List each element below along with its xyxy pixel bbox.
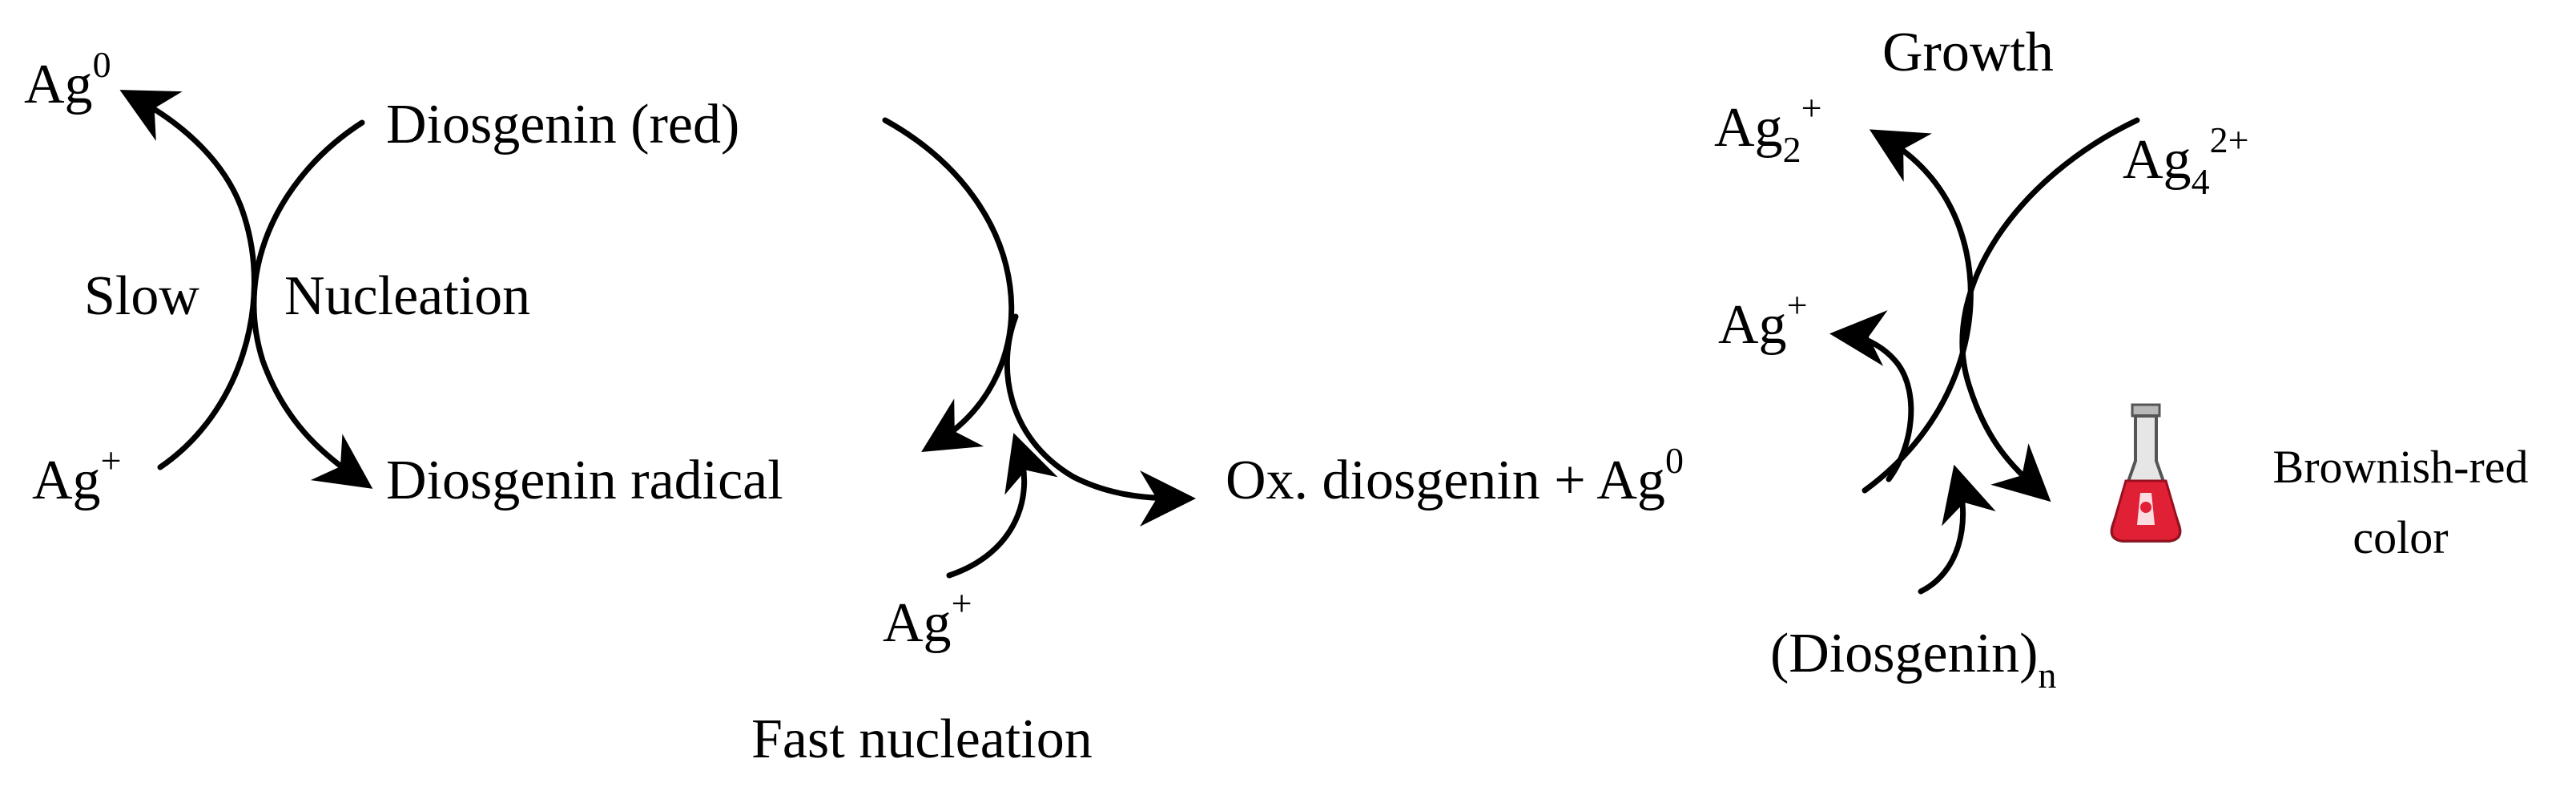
ag4-to-ag2-arrow — [1959, 117, 2140, 502]
flask-icon — [2110, 403, 2182, 543]
nucleation-arrow — [251, 119, 373, 489]
left-cycle: Ag0 Ag+ Slow Nucleation Diosgenin (red) … — [24, 44, 783, 511]
middle-ag-plus-label: Ag+ — [883, 583, 972, 654]
diosgenin-n-arrow — [1918, 464, 1996, 595]
slow-label: Slow — [84, 265, 199, 327]
product-to-ag2-arrow — [1862, 129, 1974, 494]
nucleation-label: Nucleation — [284, 265, 530, 327]
ag2-plus-label: Ag2+ — [1714, 87, 1822, 170]
diosgenin-red-label: Diosgenin (red) — [386, 94, 739, 155]
result-line2: color — [2353, 511, 2448, 563]
result-line1: Brownish-red — [2273, 441, 2529, 493]
ag-plus-to-ag0-arrow — [119, 90, 257, 470]
right-cycle: Growth Ag2+ Ag42+ Ag+ (Diosgenin)n Brown… — [1714, 22, 2528, 696]
ag-release-arrow — [1829, 310, 1914, 482]
diosgenin-radical-label: Diosgenin radical — [386, 450, 783, 511]
diosgenin-n-label: (Diosgenin)n — [1770, 623, 2056, 696]
radical-to-product-arrow — [1004, 313, 1196, 527]
ag-plus-label: Ag+ — [32, 440, 122, 511]
ag0-label: Ag0 — [24, 44, 111, 115]
growth-label: Growth — [1882, 22, 2054, 83]
right-ag-plus-label: Ag+ — [1718, 285, 1808, 356]
fast-nucleation-label: Fast nucleation — [751, 708, 1093, 770]
middle-section: Ag+ Fast nucleation Ox. diosgenin + Ag0 — [751, 117, 1684, 770]
product-label: Ox. diosgenin + Ag0 — [1226, 440, 1684, 511]
ag4-label: Ag42+ — [2123, 119, 2249, 202]
fast-nucleation-arrow — [946, 433, 1058, 579]
diosgenin-to-radical-arrow — [882, 117, 1015, 453]
